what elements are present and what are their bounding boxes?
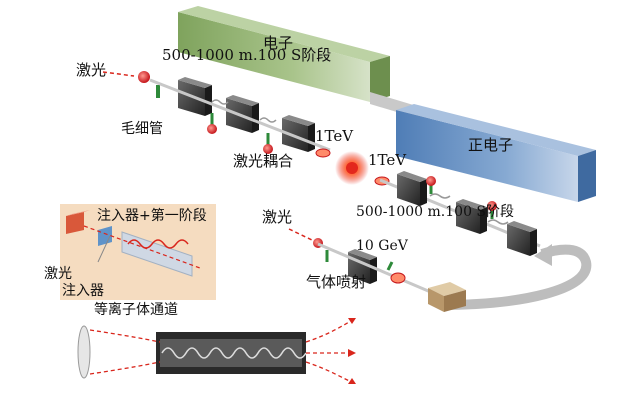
tev-left-bunch — [315, 148, 331, 158]
positron-wave-segment — [429, 193, 509, 225]
laser-top-focus-ball — [138, 71, 150, 83]
electron-wave-segment — [211, 99, 277, 123]
injector-first-stage-label: 注入器+第一阶段 — [97, 207, 207, 224]
positron-label: 正电子 — [468, 136, 513, 154]
capillary-label: 毛细管 — [121, 121, 163, 137]
laser-inset-label: 激光 — [44, 265, 72, 282]
electron-coupling-2 — [263, 133, 273, 154]
tev-right-label: 1TeV — [368, 151, 407, 169]
tev-left-label: 1TeV — [315, 127, 354, 145]
plasma-channel-illustration — [77, 317, 357, 385]
positron-coupling-2 — [487, 201, 497, 219]
laser-top-label: 激光 — [76, 61, 106, 79]
gas-jet-label: 气体喷射 — [306, 273, 366, 291]
collision-core — [346, 162, 358, 174]
laser-mid-label: 激光 — [262, 208, 292, 226]
stage-electron-label: 500-1000 m.100 S阶段 — [162, 46, 331, 64]
positron-beam-bar — [396, 104, 596, 202]
electron-label: 电子 — [263, 34, 293, 52]
return-arc-arrowhead — [534, 244, 552, 266]
return-arc — [439, 244, 592, 310]
gev-beamline — [317, 242, 441, 298]
positron-module-3 — [507, 221, 537, 256]
gev-label: 10 GeV — [356, 238, 409, 254]
laser-coupling-label: 激光耦合 — [233, 152, 293, 170]
electron-module-1 — [178, 77, 212, 116]
gev-bunch — [390, 272, 406, 284]
electron-coupling-1 — [207, 113, 217, 134]
positron-coupling-1 — [426, 176, 436, 194]
inset-panel — [60, 204, 216, 300]
electron-beamline — [149, 78, 331, 152]
positron-module-2 — [456, 199, 487, 234]
laser-mid-arrow — [288, 228, 313, 241]
positron-module-1 — [397, 171, 427, 206]
injector-label: 注入器 — [62, 283, 104, 299]
plasma-channel-label: 等离子体通道 — [94, 301, 178, 318]
electron-module-2 — [226, 95, 259, 133]
gev-coupling — [386, 261, 394, 271]
laser-top-arrow — [102, 71, 135, 77]
target-box — [428, 282, 466, 312]
stage-positron-label: 500-1000 m.100 S阶段 — [356, 204, 514, 220]
